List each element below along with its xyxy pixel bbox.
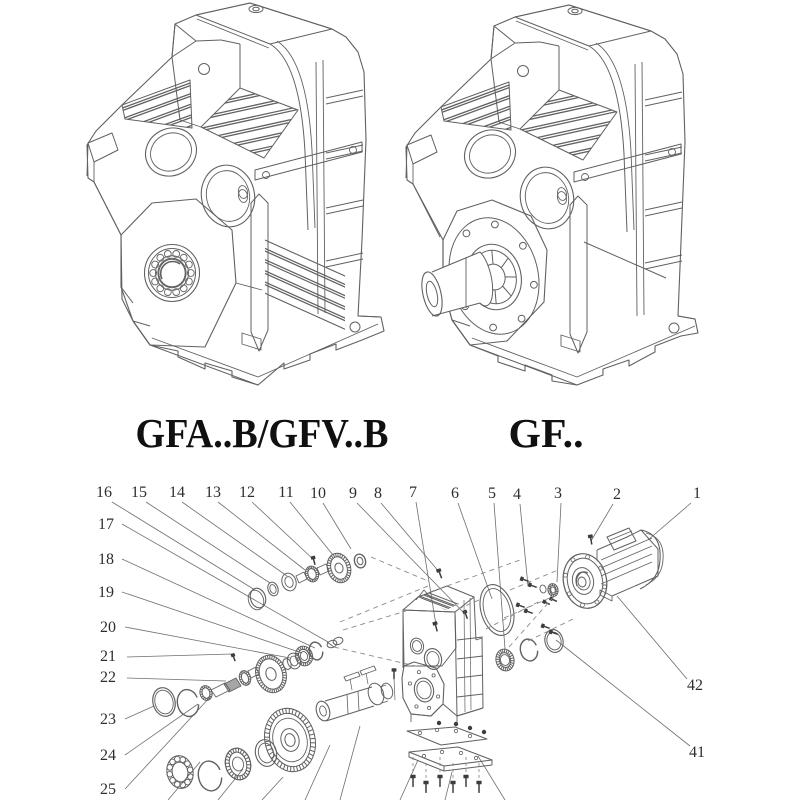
svg-text:23: 23 [100, 711, 116, 728]
svg-text:6: 6 [451, 485, 459, 502]
svg-text:42: 42 [687, 677, 703, 694]
svg-text:GFA..B/GFV..B: GFA..B/GFV..B [136, 410, 389, 456]
svg-text:7: 7 [409, 484, 417, 501]
svg-text:24: 24 [100, 747, 116, 764]
svg-text:19: 19 [98, 584, 114, 601]
svg-text:25: 25 [100, 781, 116, 798]
svg-text:11: 11 [278, 484, 293, 501]
svg-text:15: 15 [131, 484, 147, 501]
svg-text:18: 18 [98, 551, 114, 568]
svg-text:9: 9 [349, 485, 357, 502]
svg-text:GF..: GF.. [509, 410, 584, 456]
svg-text:17: 17 [98, 516, 114, 533]
svg-text:10: 10 [310, 485, 326, 502]
svg-text:22: 22 [100, 669, 116, 686]
svg-text:3: 3 [554, 485, 562, 502]
svg-text:41: 41 [689, 744, 705, 761]
svg-text:12: 12 [239, 484, 255, 501]
svg-text:5: 5 [488, 485, 496, 502]
svg-text:14: 14 [169, 484, 185, 501]
svg-text:16: 16 [96, 484, 112, 501]
svg-text:13: 13 [205, 484, 221, 501]
svg-text:1: 1 [693, 485, 701, 502]
svg-text:20: 20 [100, 619, 116, 636]
svg-text:8: 8 [374, 485, 382, 502]
svg-text:21: 21 [100, 648, 116, 665]
svg-text:2: 2 [613, 486, 621, 503]
svg-text:4: 4 [513, 486, 521, 503]
